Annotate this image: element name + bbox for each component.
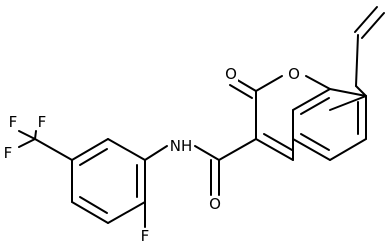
bond-amide-c-n [194, 145, 220, 161]
atom-label-cf3-fluorine-left: F [4, 144, 13, 162]
atom-oxygen-ring: O [287, 65, 301, 83]
bond-c2-carbonyl-o-2 [229, 84, 253, 99]
atom-label-oxygen-ring: O [288, 65, 300, 83]
atom-label-oxygen-amide: O [209, 195, 221, 213]
bond-allyl-terminal-outer [354, 6, 378, 33]
atom-cf3-fluorine-top-right: F [36, 113, 48, 131]
atom-label-oxygen-carbonyl: O [225, 65, 237, 83]
bond-c3-c4-inner [263, 133, 293, 151]
atom-cf3-fluorine-top-left: F [7, 113, 19, 131]
bond-ar-cf3 [34, 138, 73, 161]
bond-c4a-c8a-inner [300, 97, 330, 115]
bond-lines [18, 6, 385, 228]
bond-ar-c6-c1 [107, 138, 146, 161]
atom-fluorine-aryl: F [139, 227, 151, 245]
bond-c6-c5 [292, 138, 331, 161]
atom-oxygen-carbonyl: O [224, 65, 238, 83]
bond-allyl-terminal-inner [361, 12, 385, 39]
bond-n-aryl [144, 145, 168, 161]
atom-label-cf3-fluorine-top-left: F [9, 113, 18, 131]
atom-labels: O O O NH F F F F [2, 65, 301, 245]
bond-cf3-f-top-left [18, 130, 36, 140]
bond-ar-c5-c6-inner [79, 148, 108, 166]
bond-allyl-chain [355, 34, 359, 87]
bond-cf3-f-left [18, 138, 36, 148]
bond-ar-c3-c4 [71, 201, 109, 224]
bond-c6-c5-inner [300, 133, 330, 151]
bond-c8a-c8 [329, 88, 367, 97]
bond-c3-amide-c [218, 138, 257, 161]
bond-c4a-c8a [292, 88, 331, 111]
bond-ar-c2-c3 [107, 201, 146, 224]
bond-c3-c4 [255, 138, 294, 161]
bond-c8a-o1 [305, 75, 331, 90]
atom-label-fluorine-aryl: F [141, 227, 150, 245]
bond-cf3-f-top-right [34, 130, 37, 140]
atom-nitrogen-amide: NH [170, 137, 194, 155]
bond-allyl-to-ring [355, 85, 367, 97]
bond-c7-c6 [329, 138, 367, 161]
bond-ar-c5-c6 [71, 138, 109, 161]
atom-cf3-fluorine-left: F [2, 144, 14, 162]
atom-label-cf3-fluorine-top-right: F [38, 113, 47, 131]
bond-o1-c2 [255, 75, 283, 92]
bond-ar-c3-c4-inner [79, 196, 108, 214]
atom-label-nitrogen-amide: NH [170, 137, 193, 155]
atom-oxygen-amide: O [208, 195, 222, 213]
bond-c8-c8a [329, 95, 367, 111]
